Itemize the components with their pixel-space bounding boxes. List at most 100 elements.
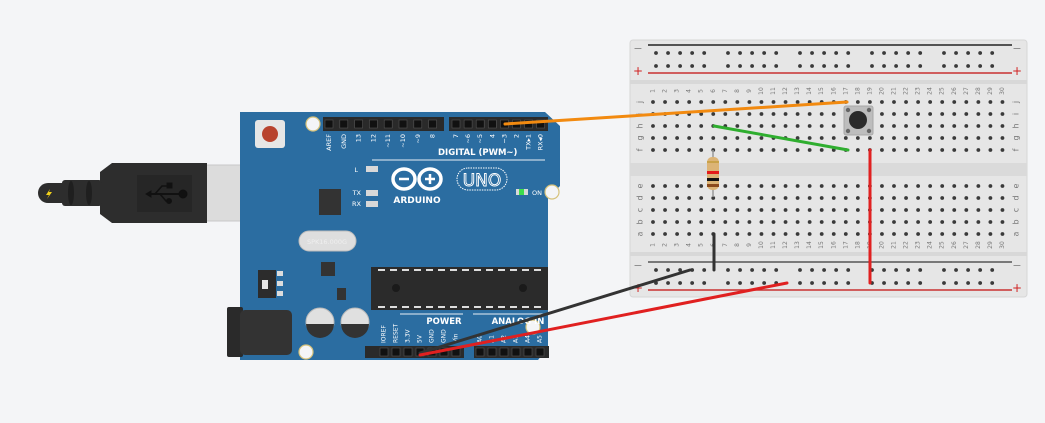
breadboard-hole[interactable] [771, 112, 776, 116]
breadboard-hole[interactable] [795, 136, 800, 140]
breadboard-hole[interactable] [904, 136, 908, 140]
breadboard-hole[interactable] [831, 124, 836, 128]
breadboard-hole[interactable] [976, 100, 981, 104]
breadboard-hole[interactable] [795, 112, 800, 116]
breadboard-hole[interactable] [988, 148, 993, 152]
rail-hole[interactable] [810, 281, 814, 285]
rail-hole[interactable] [954, 281, 958, 285]
breadboard-hole[interactable] [831, 184, 836, 188]
breadboard-hole[interactable] [916, 148, 920, 152]
rail-hole[interactable] [690, 268, 695, 272]
breadboard-hole[interactable] [892, 148, 896, 152]
digital-pin[interactable] [398, 119, 408, 129]
rail-hole[interactable] [834, 51, 839, 55]
rail-hole[interactable] [918, 268, 923, 272]
breadboard-hole[interactable] [855, 100, 860, 104]
rail-hole[interactable] [882, 51, 886, 55]
breadboard-hole[interactable] [952, 232, 957, 236]
rail-hole[interactable] [822, 268, 826, 272]
rail-hole[interactable] [870, 64, 874, 68]
reset-button-cap[interactable] [262, 126, 278, 142]
breadboard-hole[interactable] [747, 208, 752, 212]
breadboard-hole[interactable] [904, 232, 908, 236]
rail-hole[interactable] [762, 51, 767, 55]
breadboard-hole[interactable] [759, 148, 764, 152]
breadboard-hole[interactable] [940, 124, 945, 128]
breadboard-hole[interactable] [880, 208, 884, 212]
breadboard-hole[interactable] [663, 124, 667, 128]
breadboard-hole[interactable] [675, 124, 679, 128]
rail-hole[interactable] [906, 64, 911, 68]
breadboard-hole[interactable] [964, 220, 969, 224]
breadboard-hole[interactable] [1000, 184, 1005, 188]
rail-hole[interactable] [966, 281, 970, 285]
rail-hole[interactable] [894, 268, 898, 272]
breadboard-hole[interactable] [651, 124, 655, 128]
rail-hole[interactable] [906, 281, 911, 285]
breadboard-hole[interactable] [831, 136, 836, 140]
rail-hole[interactable] [834, 281, 839, 285]
breadboard-hole[interactable] [711, 220, 716, 224]
breadboard-hole[interactable] [988, 112, 993, 116]
breadboard-hole[interactable] [687, 124, 692, 128]
breadboard-hole[interactable] [843, 232, 848, 236]
breadboard-hole[interactable] [892, 136, 896, 140]
breadboard-hole[interactable] [988, 196, 993, 200]
breadboard-hole[interactable] [976, 196, 981, 200]
breadboard-hole[interactable] [687, 232, 692, 236]
breadboard-hole[interactable] [892, 184, 896, 188]
breadboard-hole[interactable] [1000, 208, 1005, 212]
breadboard-hole[interactable] [819, 124, 824, 128]
breadboard-hole[interactable] [795, 196, 800, 200]
breadboard-hole[interactable] [723, 112, 728, 116]
breadboard-hole[interactable] [711, 208, 716, 212]
rail-hole[interactable] [798, 51, 802, 55]
analog-pin[interactable] [475, 347, 485, 357]
rail-hole[interactable] [822, 281, 826, 285]
rail-hole[interactable] [750, 51, 754, 55]
breadboard-hole[interactable] [868, 100, 872, 104]
breadboard-hole[interactable] [759, 220, 764, 224]
breadboard-hole[interactable] [1000, 220, 1005, 224]
rail-hole[interactable] [942, 281, 946, 285]
breadboard-hole[interactable] [952, 124, 957, 128]
breadboard-hole[interactable] [723, 196, 728, 200]
breadboard-hole[interactable] [747, 100, 752, 104]
breadboard-hole[interactable] [807, 220, 812, 224]
breadboard-hole[interactable] [795, 184, 800, 188]
breadboard-hole[interactable] [904, 196, 908, 200]
rail-hole[interactable] [654, 268, 658, 272]
breadboard-hole[interactable] [880, 220, 884, 224]
breadboard-hole[interactable] [916, 124, 920, 128]
breadboard-hole[interactable] [699, 100, 704, 104]
breadboard-hole[interactable] [735, 124, 740, 128]
digital-pin[interactable] [428, 119, 437, 129]
breadboard-hole[interactable] [855, 196, 860, 200]
breadboard-hole[interactable] [940, 196, 945, 200]
breadboard-hole[interactable] [807, 148, 812, 152]
breadboard-hole[interactable] [916, 100, 920, 104]
breadboard-hole[interactable] [699, 148, 704, 152]
breadboard-hole[interactable] [819, 196, 824, 200]
breadboard-hole[interactable] [651, 232, 655, 236]
breadboard-hole[interactable] [699, 184, 704, 188]
breadboard-hole[interactable] [855, 220, 860, 224]
breadboard-hole[interactable] [783, 208, 788, 212]
breadboard-hole[interactable] [1000, 232, 1005, 236]
breadboard-hole[interactable] [699, 136, 704, 140]
rail-hole[interactable] [834, 64, 839, 68]
rail-hole[interactable] [846, 268, 851, 272]
breadboard-hole[interactable] [880, 136, 884, 140]
breadboard-hole[interactable] [855, 232, 860, 236]
breadboard-hole[interactable] [675, 184, 679, 188]
rail-hole[interactable] [774, 64, 779, 68]
rail-hole[interactable] [738, 268, 742, 272]
rail-hole[interactable] [942, 64, 946, 68]
breadboard-hole[interactable] [819, 184, 824, 188]
rail-hole[interactable] [906, 51, 911, 55]
digital-pin[interactable] [369, 119, 378, 129]
breadboard-hole[interactable] [1000, 124, 1005, 128]
rail-hole[interactable] [666, 281, 670, 285]
breadboard-hole[interactable] [663, 136, 667, 140]
